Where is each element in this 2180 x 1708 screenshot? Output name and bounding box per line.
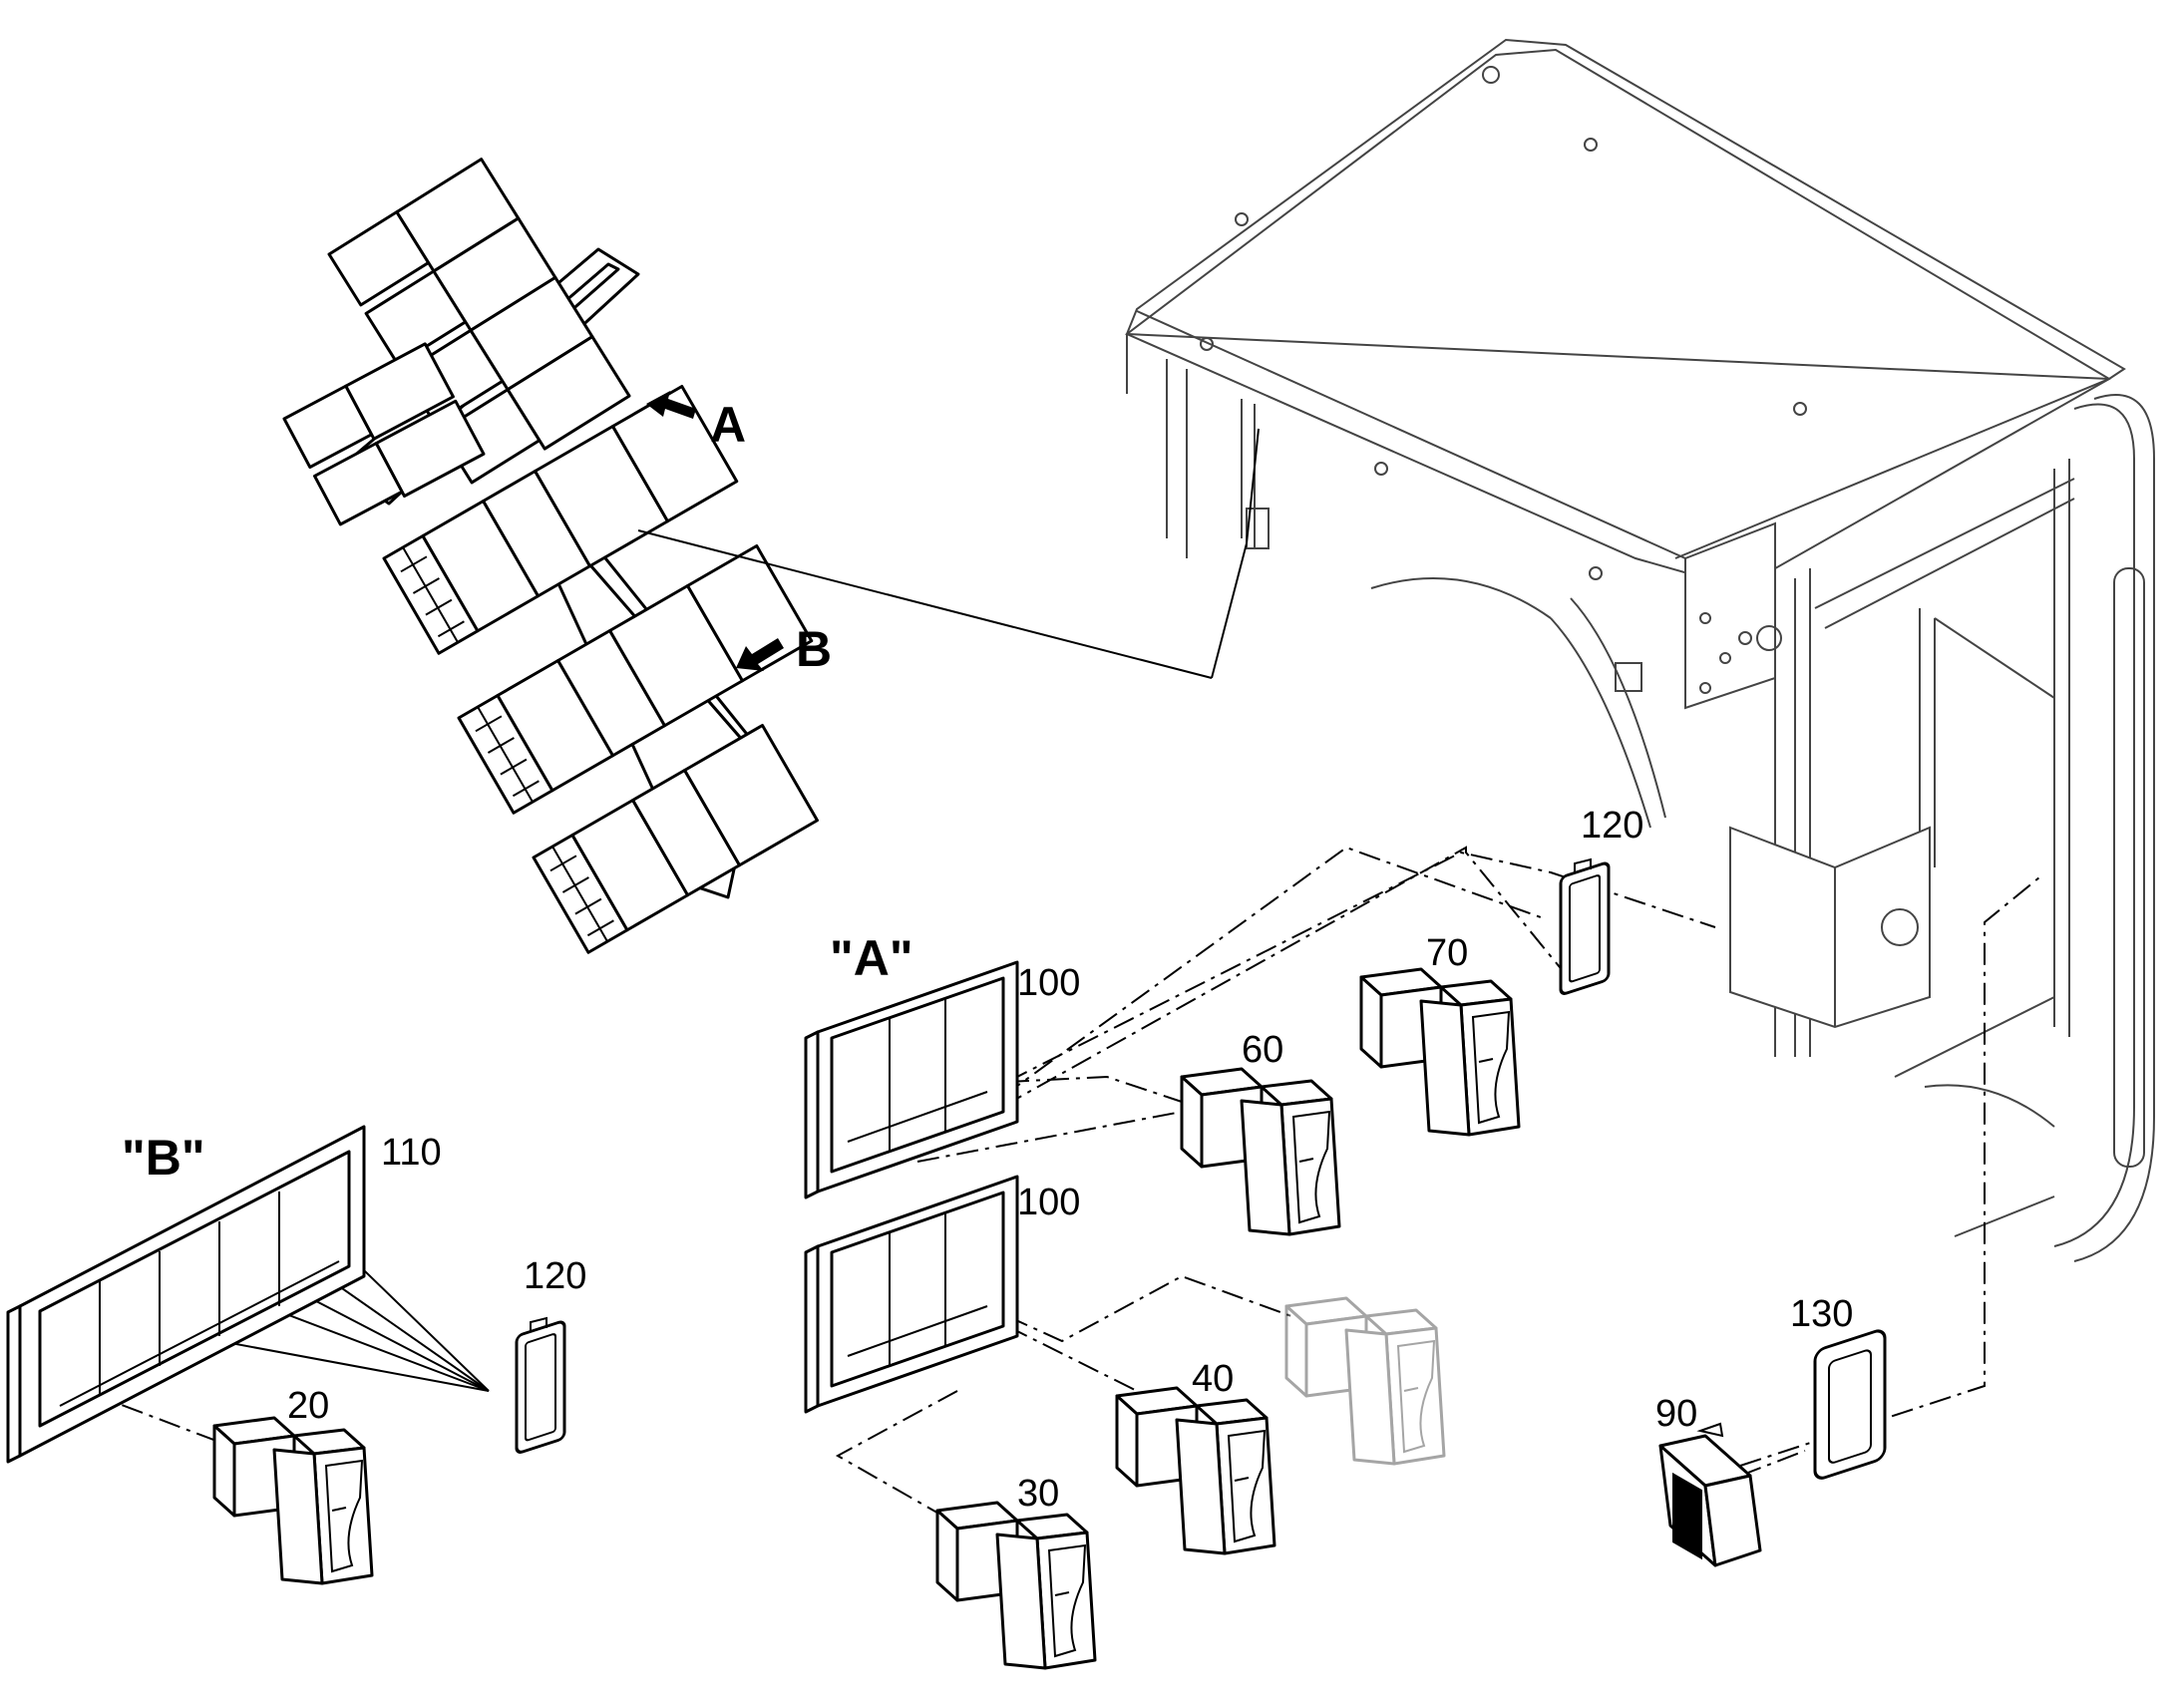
switch-panel-assembly <box>282 158 819 954</box>
switch-30 <box>935 1501 1097 1670</box>
blank-plug-b <box>515 1316 566 1456</box>
frame-b <box>6 1125 366 1464</box>
switch-70 <box>1359 967 1521 1137</box>
frame-a-bottom <box>804 1175 1019 1414</box>
switch-90 <box>1658 1422 1762 1567</box>
callout-60: 60 <box>1242 1029 1283 1071</box>
callout-120-top: 120 <box>1581 805 1643 847</box>
leader-line <box>1211 428 1260 679</box>
switch-ghost <box>1284 1296 1446 1466</box>
switch-20 <box>212 1416 374 1585</box>
blank-plug-top <box>1559 857 1611 997</box>
callout-100-bottom: 100 <box>1017 1182 1080 1223</box>
frame-a-top <box>804 960 1019 1199</box>
callout-100-top: 100 <box>1017 962 1080 1004</box>
view-b-label: "B" <box>122 1130 205 1186</box>
arrow-a-icon <box>646 391 696 419</box>
callout-110: 110 <box>381 1132 442 1174</box>
callout-40: 40 <box>1192 1358 1234 1400</box>
arrow-b-label: B <box>796 621 832 677</box>
callout-130: 130 <box>1790 1293 1853 1335</box>
switch-60 <box>1180 1067 1341 1236</box>
leader-line <box>637 529 1213 679</box>
callout-90: 90 <box>1655 1393 1697 1435</box>
switch-40 <box>1115 1386 1276 1555</box>
arrow-a-label: A <box>710 397 746 453</box>
callout-70: 70 <box>1426 932 1468 974</box>
callout-120-b: 120 <box>524 1255 586 1297</box>
cab-illustration <box>1125 38 2155 1262</box>
view-a-label: "A" <box>830 930 913 986</box>
bezel-130 <box>1813 1329 1887 1480</box>
callout-20: 20 <box>287 1385 329 1427</box>
callout-30: 30 <box>1017 1473 1059 1515</box>
arrow-b-icon <box>736 638 784 671</box>
